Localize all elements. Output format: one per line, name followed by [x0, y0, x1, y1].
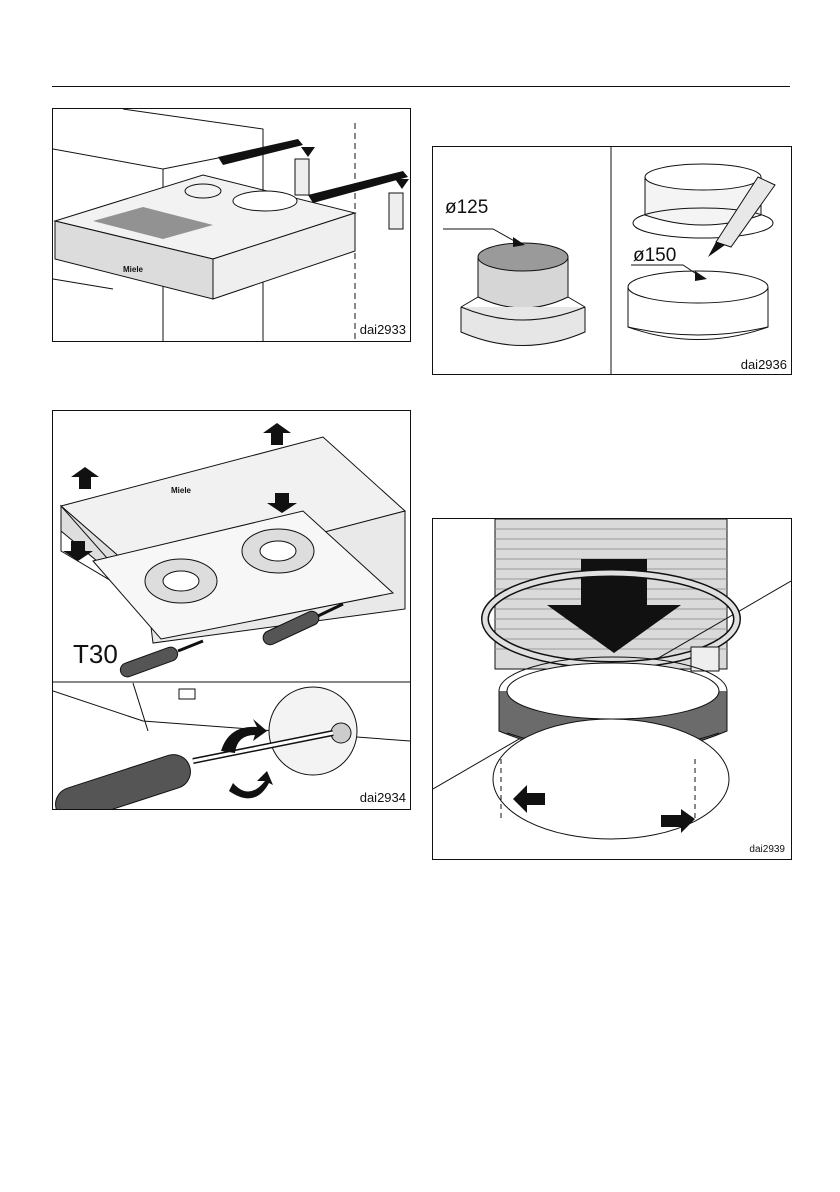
figure-mounting-brackets: Miele dai2933: [52, 108, 411, 342]
collar-illustration: [433, 147, 791, 374]
svg-text:Miele: Miele: [123, 265, 144, 274]
figure-screw-fixing: Miele T30 dai2934: [52, 410, 411, 810]
diameter-label-150: ø150: [633, 245, 676, 267]
figure-code: dai2933: [360, 322, 406, 337]
figure-code: dai2939: [749, 844, 785, 855]
figure-collar-diameters: ø125 ø150 dai2936: [432, 146, 792, 375]
header-rule: [52, 86, 790, 87]
figure-code: dai2934: [360, 790, 406, 805]
torx-size-label: T30: [73, 639, 118, 670]
diameter-label-125: ø125: [445, 197, 488, 219]
hood-mounting-illustration: Miele: [53, 109, 410, 341]
figure-code: dai2936: [741, 357, 787, 372]
figure-duct-clamp: dai2939: [432, 518, 792, 860]
hood-underside-illustration: Miele: [53, 411, 410, 809]
svg-text:Miele: Miele: [171, 486, 192, 495]
duct-clamp-illustration: [433, 519, 791, 859]
